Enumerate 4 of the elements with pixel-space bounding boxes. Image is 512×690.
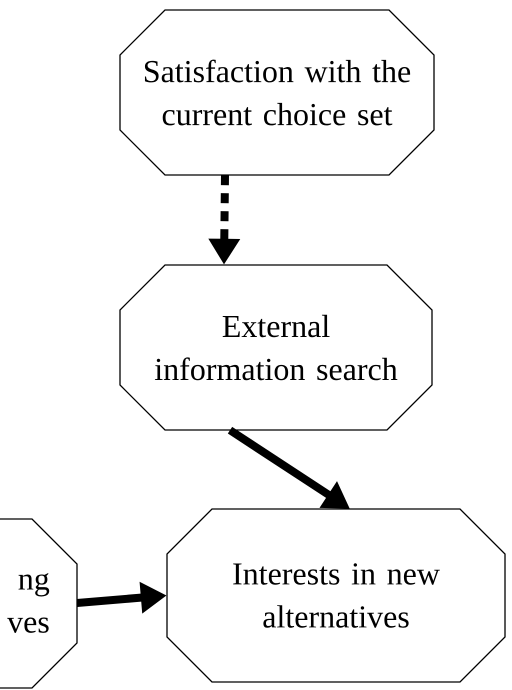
octagon-box: External information search — [119, 264, 433, 431]
octagon-box: Satisfaction with the current choice set — [119, 9, 435, 176]
octagon-box: ng ves — [0, 518, 78, 689]
octagon-box: Interests in new alternatives — [166, 508, 506, 683]
